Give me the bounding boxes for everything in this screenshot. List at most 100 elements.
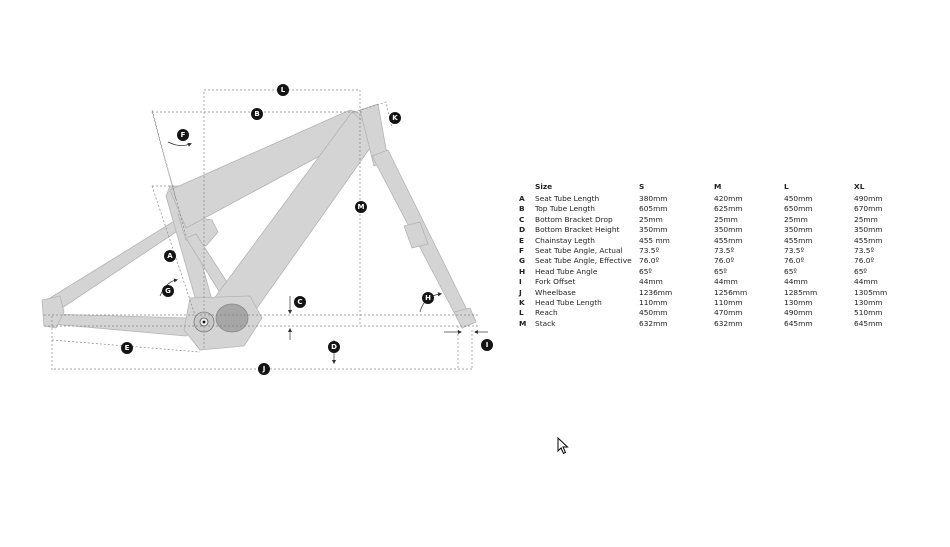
row-value-s: 65º	[639, 266, 652, 276]
table-row: E Chainstay Legth 455 mm 455mm 455mm 455mm	[519, 236, 904, 246]
marker-H: H	[422, 292, 434, 304]
row-value-l: 76.0º	[784, 256, 804, 266]
row-letter: I	[519, 277, 522, 287]
svg-text:E: E	[125, 344, 130, 352]
marker-K: K	[389, 112, 401, 124]
row-value-s: 605mm	[639, 204, 668, 214]
svg-text:H: H	[425, 294, 431, 302]
row-value-m: 76.0º	[714, 256, 734, 266]
row-value-l: 455mm	[784, 235, 813, 245]
header-size-l: L	[784, 182, 789, 191]
svg-text:G: G	[165, 287, 171, 295]
header-letter	[519, 181, 535, 194]
row-value-xl: 130mm	[854, 298, 883, 308]
row-value-s: 455 mm	[639, 235, 670, 245]
bottom-bracket-dot	[202, 320, 206, 324]
svg-text:I: I	[486, 341, 489, 349]
row-value-m: 1256mm	[714, 287, 748, 297]
row-letter: F	[519, 246, 525, 256]
row-value-xl: 73.5º	[854, 246, 874, 256]
row-value-s: 25mm	[639, 214, 663, 224]
table-header-row: Size S M L XL	[519, 181, 904, 194]
row-value-m: 350mm	[714, 225, 743, 235]
seat-stay	[43, 219, 183, 313]
row-value-l: 130mm	[784, 298, 813, 308]
row-value-s: 44mm	[639, 277, 663, 287]
fork-dropout	[453, 307, 477, 329]
row-measurement-name: Seat Tube Length	[535, 194, 600, 203]
row-measurement-name: Head Tube Length	[535, 298, 602, 308]
row-value-l: 645mm	[784, 318, 813, 328]
row-value-m: 110mm	[714, 298, 743, 308]
row-value-l: 73.5º	[784, 246, 804, 256]
marker-D: D	[328, 341, 340, 353]
row-value-l: 44mm	[784, 277, 808, 287]
header-size-xl: XL	[854, 182, 865, 191]
row-letter: K	[519, 298, 525, 308]
marker-E: E	[121, 342, 133, 354]
row-value-l: 1285mm	[784, 287, 818, 297]
row-measurement-name: Chainstay Legth	[535, 235, 595, 245]
row-value-xl: 670mm	[854, 204, 883, 214]
row-value-xl: 455mm	[854, 235, 883, 245]
row-value-xl: 645mm	[854, 318, 883, 328]
row-letter: C	[519, 214, 525, 224]
svg-text:M: M	[358, 203, 365, 211]
header-size: Size	[535, 182, 553, 191]
marker-C: C	[294, 296, 306, 308]
header-size-s: S	[639, 182, 645, 191]
header-size-m: M	[714, 182, 722, 191]
row-value-xl: 44mm	[854, 277, 878, 287]
row-measurement-name: Seat Tube Angle, Effective	[535, 256, 632, 266]
row-value-m: 632mm	[714, 318, 743, 328]
row-value-xl: 65º	[854, 266, 867, 276]
row-value-xl: 350mm	[854, 225, 883, 235]
row-measurement-name: Head Tube Angle	[535, 266, 598, 276]
svg-text:L: L	[281, 86, 286, 94]
row-value-m: 420mm	[714, 194, 743, 203]
row-value-xl: 1305mm	[854, 287, 888, 297]
row-letter: E	[519, 235, 525, 245]
row-value-s: 350mm	[639, 225, 668, 235]
row-letter: L	[519, 308, 524, 318]
row-value-l: 450mm	[784, 194, 813, 203]
svg-text:A: A	[167, 252, 173, 260]
rear-dropout	[41, 295, 65, 329]
row-value-s: 1236mm	[639, 287, 673, 297]
row-letter: D	[519, 225, 526, 235]
svg-text:F: F	[181, 131, 186, 139]
row-letter: J	[519, 287, 522, 297]
marker-M: M	[355, 201, 367, 213]
row-value-s: 450mm	[639, 308, 668, 318]
row-value-m: 73.5º	[714, 246, 734, 256]
mouse-cursor-icon	[557, 437, 569, 455]
table-row: J Wheelbase 1236mm 1256mm 1285mm 1305mm	[519, 288, 904, 298]
fork-crown	[403, 221, 429, 249]
row-measurement-name: Bottom Bracket Drop	[535, 214, 613, 224]
row-value-s: 380mm	[639, 194, 668, 203]
row-letter: H	[519, 266, 526, 276]
chain-stay	[47, 313, 197, 337]
row-letter: B	[519, 204, 525, 214]
row-value-m: 455mm	[714, 235, 743, 245]
marker-J: J	[258, 363, 270, 375]
row-value-l: 490mm	[784, 308, 813, 318]
row-value-xl: 490mm	[854, 194, 883, 203]
row-measurement-name: Top Tube Length	[535, 204, 595, 214]
row-measurement-name: Seat Tube Angle, Actual	[535, 246, 623, 256]
row-value-s: 76.0º	[639, 256, 659, 266]
marker-I: I	[481, 339, 493, 351]
svg-text:K: K	[392, 114, 398, 122]
row-measurement-name: Wheelbase	[535, 287, 576, 297]
motor-detail	[193, 303, 249, 333]
